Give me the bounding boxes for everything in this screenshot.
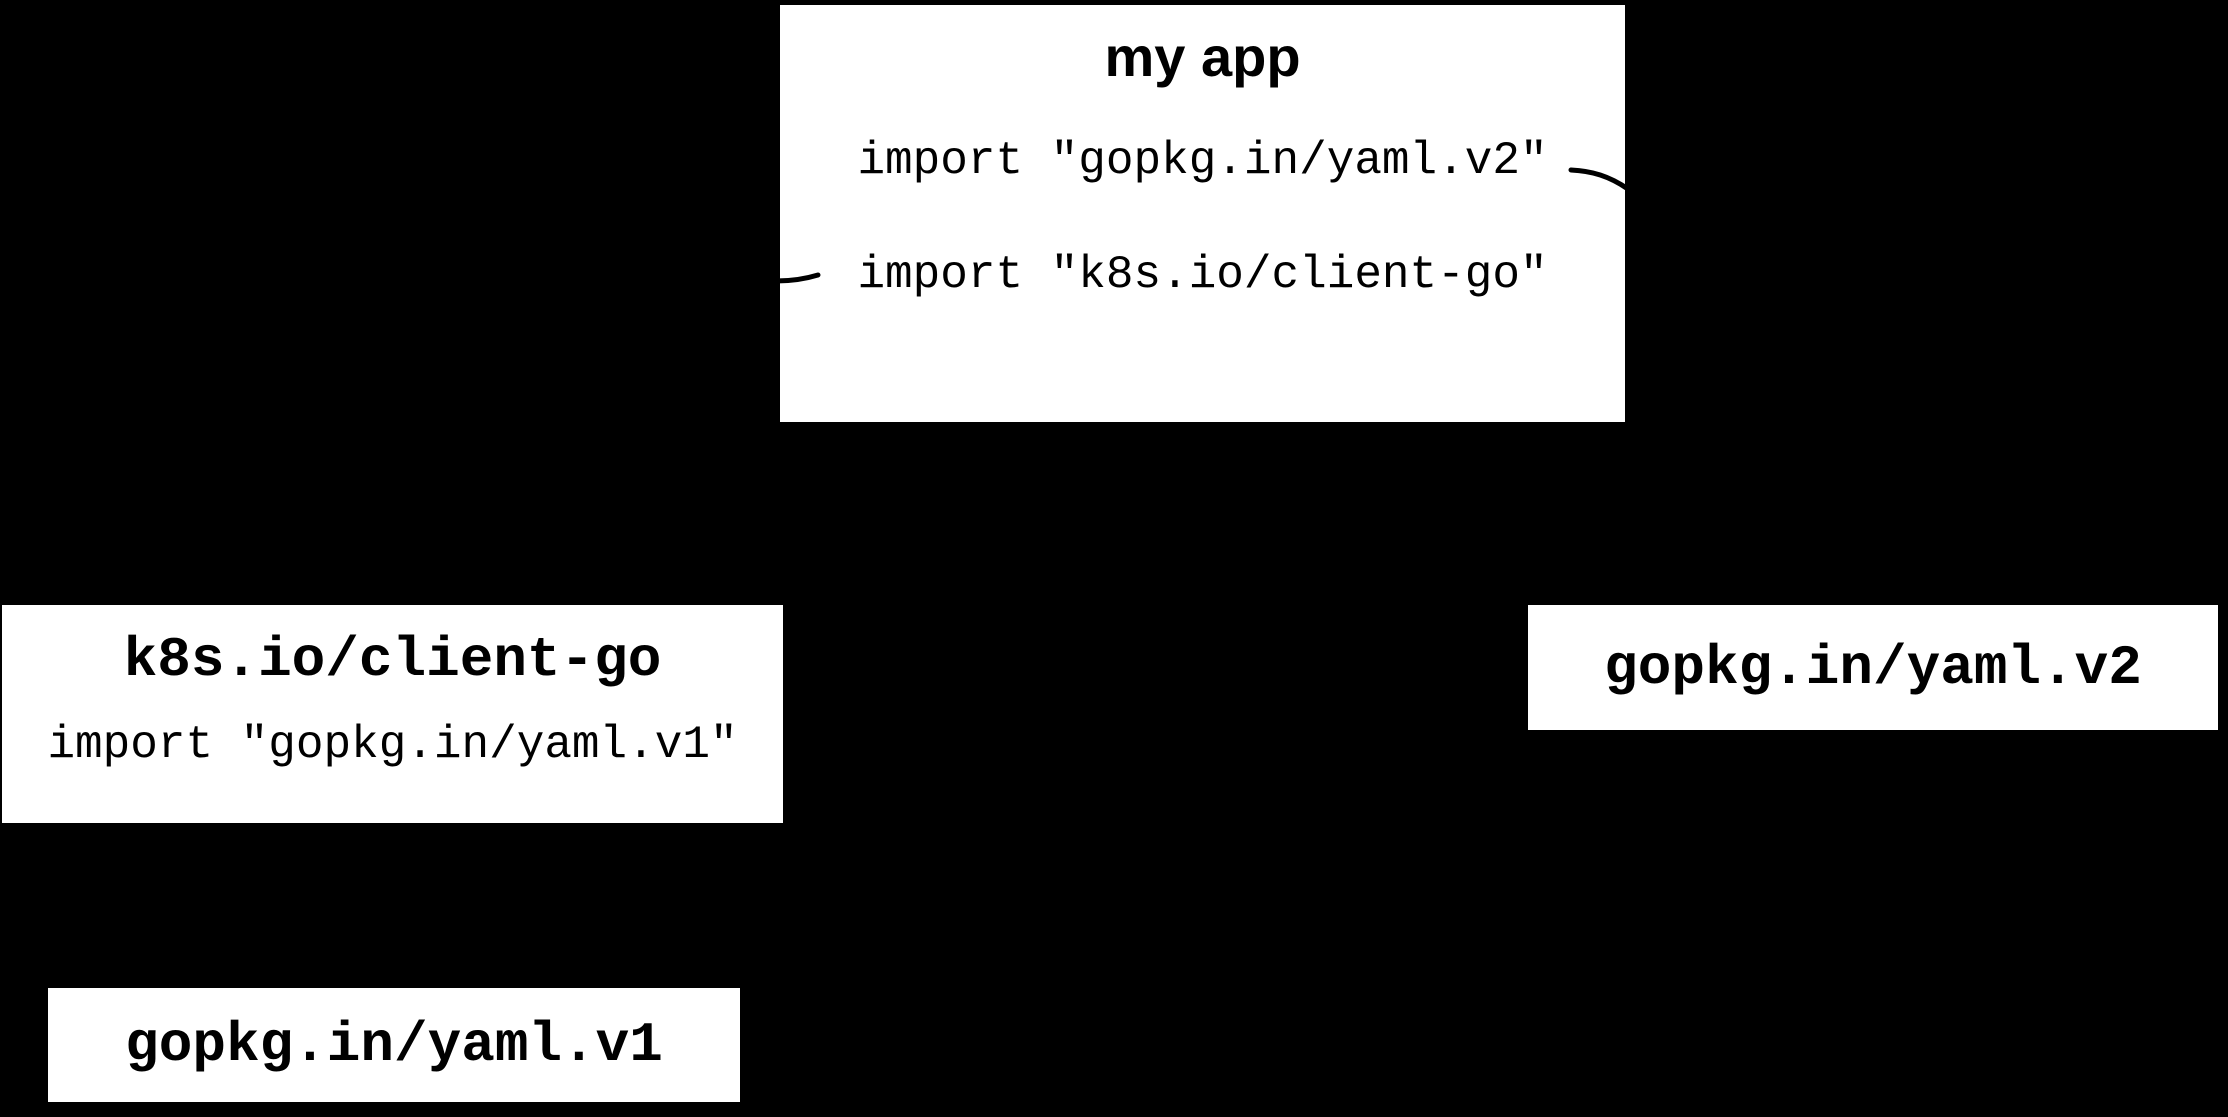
my-app-import-yaml-v2: import "gopkg.in/yaml.v2" bbox=[857, 135, 1548, 187]
node-yaml-v2-title: gopkg.in/yaml.v2 bbox=[1604, 635, 2142, 700]
node-client-go: k8s.io/client-go import "gopkg.in/yaml.v… bbox=[2, 605, 783, 823]
node-yaml-v1-title: gopkg.in/yaml.v1 bbox=[125, 1013, 663, 1077]
client-go-import-yaml-v1: import "gopkg.in/yaml.v1" bbox=[47, 719, 738, 771]
node-my-app: my app import "gopkg.in/yaml.v2" import … bbox=[780, 5, 1625, 422]
node-yaml-v1: gopkg.in/yaml.v1 bbox=[48, 988, 740, 1102]
node-yaml-v2: gopkg.in/yaml.v2 bbox=[1528, 605, 2218, 730]
my-app-import-client-go: import "k8s.io/client-go" bbox=[857, 249, 1548, 301]
node-my-app-title: my app bbox=[1104, 25, 1301, 88]
node-client-go-title: k8s.io/client-go bbox=[123, 628, 662, 692]
